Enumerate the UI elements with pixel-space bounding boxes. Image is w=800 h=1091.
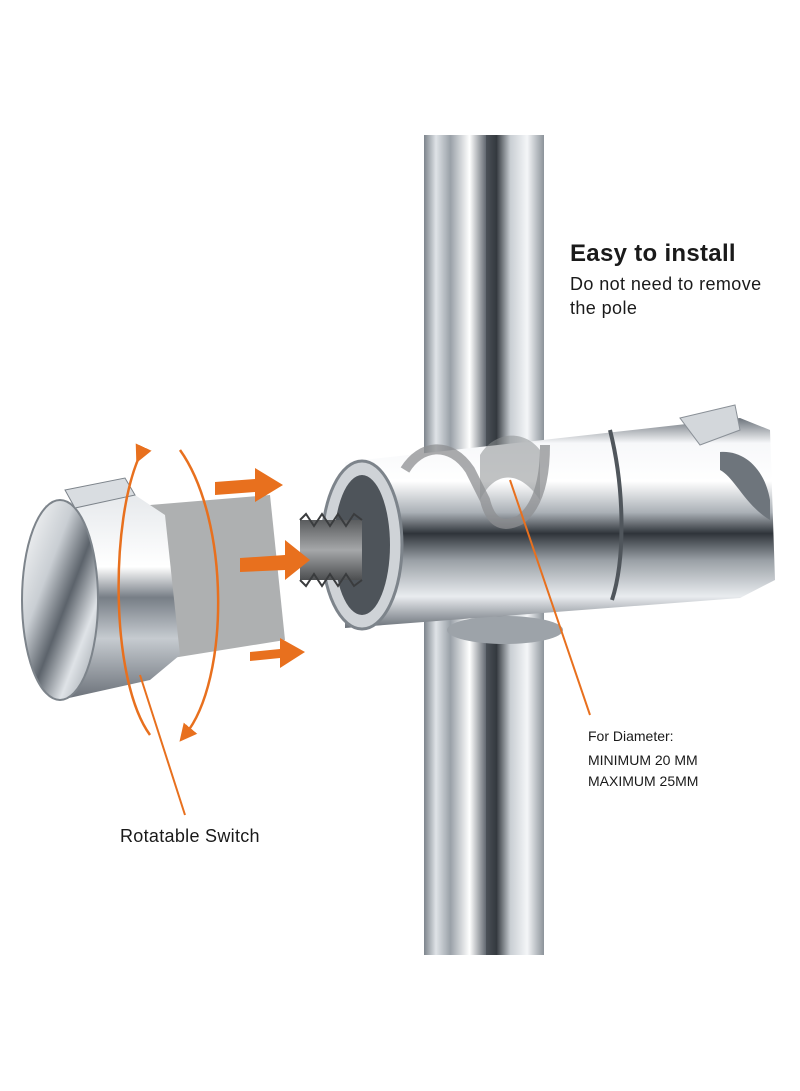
diameter-minimum: MINIMUM 20 MM [588, 752, 698, 768]
insert-arrow-top [215, 468, 283, 502]
diameter-title: For Diameter: [588, 728, 674, 744]
rotatable-switch [21, 477, 180, 701]
diameter-callout-line [509, 479, 591, 716]
insert-arrow-middle [240, 540, 310, 580]
threaded-connector [299, 512, 363, 588]
subline-line-1: Do not need to remove [570, 274, 762, 294]
rotatable-switch-label: Rotatable Switch [120, 826, 260, 846]
diameter-maximum: MAXIMUM 25MM [588, 773, 699, 789]
headline-easy-install: Easy to install [570, 240, 736, 267]
subline-line-2: the pole [570, 298, 638, 318]
pole-clip-rear [447, 616, 563, 644]
rotation-indicator [117, 443, 220, 742]
switch-callout-line [139, 674, 186, 816]
insert-arrow-bottom [250, 638, 305, 668]
rubber-strap [400, 444, 550, 529]
